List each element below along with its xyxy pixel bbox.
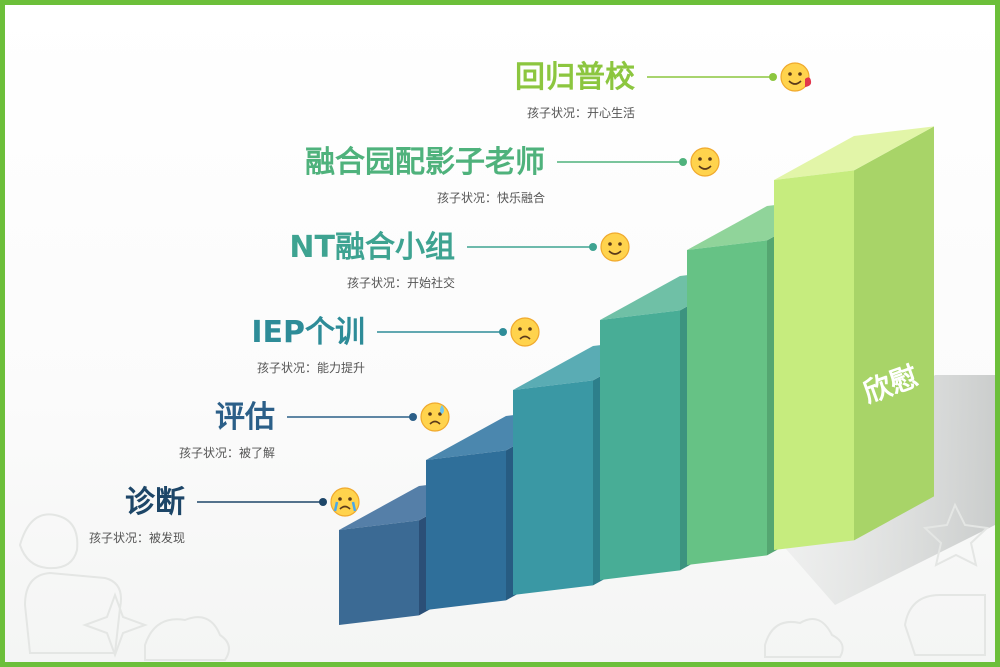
step-top-face — [774, 126, 934, 180]
connector-dot — [589, 243, 597, 251]
stage-title: 诊断 — [125, 485, 185, 520]
stage-title: IEP个训 — [251, 315, 365, 350]
decor-star-icon — [922, 502, 990, 567]
decor-cloud-icon — [764, 618, 844, 658]
decor-cloud-icon — [144, 616, 230, 661]
stage-title: 回归普校 — [515, 60, 635, 95]
decor-toast-icon — [23, 571, 122, 654]
thinking-face-icon — [510, 317, 540, 347]
stage-title: NT融合小组 — [289, 230, 455, 265]
decor-ghost-icon — [18, 513, 79, 570]
hugging-face-icon — [600, 232, 630, 262]
step-side-face — [854, 126, 934, 541]
connector-dot — [769, 73, 777, 81]
step-front-face — [687, 240, 767, 565]
staircase-steps: 面对了解接纳坚持希望欣慰 — [339, 126, 934, 625]
connector-dot — [409, 413, 417, 421]
step-front-face — [774, 170, 854, 550]
stage-status: 孩子状况：开始社交 — [347, 275, 455, 290]
stage-title: 融合园配影子老师 — [305, 145, 545, 180]
decor-doodles — [18, 502, 990, 661]
step-6: 欣慰 — [774, 126, 934, 550]
connector-lines — [197, 73, 777, 506]
step-front-face — [426, 450, 506, 610]
emoji-markers — [330, 62, 812, 517]
staircase-diagram: 面对了解接纳坚持希望欣慰 诊断孩子状况：被发现评估孩子状况：被了解IEP个训孩子… — [18, 60, 995, 661]
stage-status: 孩子状况：被发现 — [89, 530, 185, 545]
connector-dot — [319, 498, 327, 506]
crying-face-icon — [330, 487, 360, 517]
step-front-face — [600, 310, 680, 580]
step-front-face — [513, 380, 593, 595]
stage-title: 评估 — [215, 400, 275, 435]
connector-dot — [499, 328, 507, 336]
stage-status: 孩子状况：被了解 — [179, 446, 275, 460]
smiling-face-icon — [690, 147, 720, 177]
stage-status: 孩子状况：能力提升 — [257, 360, 365, 375]
stage-status: 孩子状况：开心生活 — [527, 106, 635, 120]
anxious-sweat-face-icon — [420, 402, 450, 432]
kissing-face-icon — [780, 62, 812, 92]
step-front-face — [339, 520, 419, 625]
decor-bread-icon — [903, 594, 986, 656]
decor-sparkle-icon — [82, 592, 148, 658]
connector-dot — [679, 158, 687, 166]
stage-status: 孩子状况：快乐融合 — [437, 190, 545, 205]
